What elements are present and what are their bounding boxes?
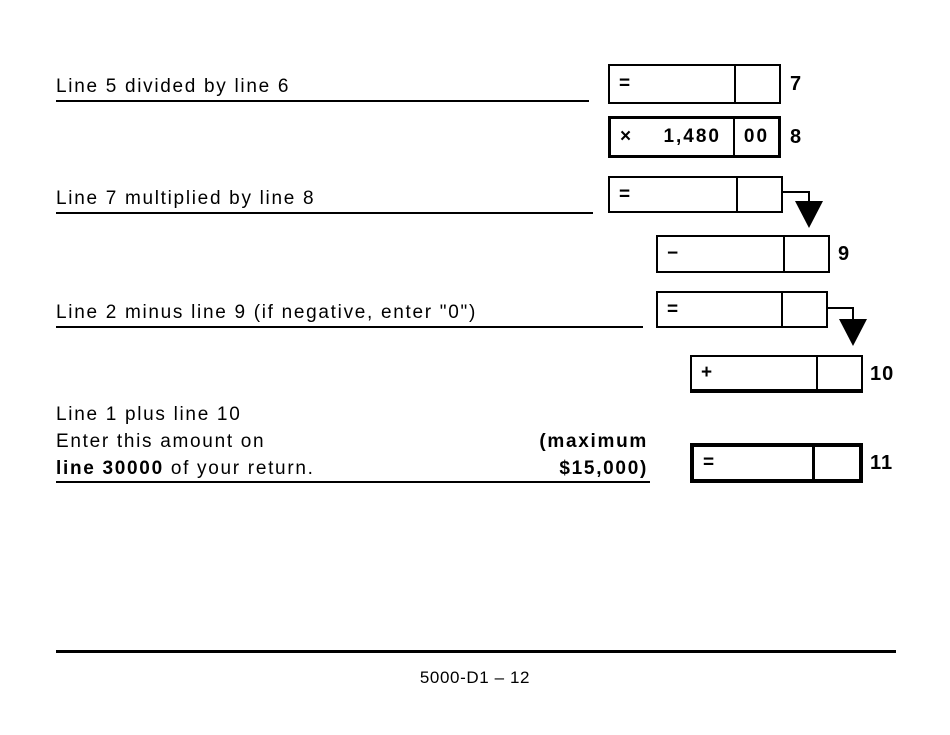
- line8-factor-box: × 1,480 00: [608, 116, 781, 158]
- line7-result-box: =: [608, 64, 781, 104]
- equals-operator: =: [619, 183, 631, 205]
- row-label-line5-divided-by-line6: Line 5 divided by line 6: [56, 76, 291, 97]
- label-line-3: line 30000 of your return.: [56, 455, 315, 482]
- label-line-3-rest: of your return.: [163, 458, 315, 479]
- flow-connector: [783, 191, 810, 193]
- page-footer: 5000-D1 – 12: [419, 668, 531, 687]
- plus-operator: +: [701, 362, 713, 383]
- line-number-10: 10: [870, 362, 895, 385]
- row-label-line1-plus-line10: Line 1 plus line 10 Enter this amount on…: [56, 401, 315, 482]
- line-30000-ref: line 30000: [56, 458, 164, 479]
- line9-cents-field[interactable]: [783, 237, 828, 271]
- footer-divider: [56, 650, 896, 653]
- equals-operator: =: [703, 452, 715, 473]
- line11-cents-field[interactable]: [812, 447, 859, 479]
- row-underline: [56, 212, 593, 214]
- flow-connector: [808, 191, 810, 202]
- row-label-line7-multiplied-by-line8: Line 7 multiplied by line 8: [56, 188, 316, 209]
- line2minus9-result-box: =: [656, 291, 828, 328]
- line7x8-cents-field[interactable]: [736, 178, 781, 211]
- flow-connector: [852, 307, 854, 319]
- line-number-8: 8: [790, 125, 803, 148]
- row-underline: [56, 481, 650, 483]
- arrow-down-icon: [795, 201, 823, 228]
- equals-operator: =: [667, 298, 679, 320]
- line2minus9-cents-field[interactable]: [781, 293, 826, 326]
- equals-operator: =: [619, 73, 631, 94]
- multiply-operator: ×: [620, 126, 632, 147]
- line7x8-result-box: =: [608, 176, 783, 213]
- row-underline: [56, 326, 643, 328]
- line9-carry-box: −: [656, 235, 830, 273]
- line8-cents-value: 00: [733, 119, 778, 155]
- maximum-note-line-1: (maximum: [539, 431, 648, 452]
- minus-operator: −: [667, 243, 679, 264]
- row-label-line2-minus-line9: Line 2 minus line 9 (if negative, enter …: [56, 302, 477, 323]
- label-line-1: Line 1 plus line 10: [56, 404, 242, 425]
- line-number-7: 7: [790, 72, 803, 95]
- label-line-2: Enter this amount on: [56, 431, 266, 452]
- line10-carry-box: +: [690, 355, 863, 393]
- maximum-note: (maximum $15,000): [348, 428, 648, 482]
- line8-amount-value: 1,480: [663, 126, 721, 147]
- flow-connector: [828, 307, 854, 309]
- maximum-note-line-2: $15,000): [559, 458, 648, 479]
- arrow-down-icon: [839, 319, 867, 346]
- row-underline: [56, 100, 589, 102]
- line-number-11: 11: [870, 451, 894, 474]
- line-number-9: 9: [838, 242, 851, 265]
- line10-cents-field[interactable]: [816, 357, 861, 389]
- line7-cents-field[interactable]: [734, 66, 779, 102]
- line11-total-box: =: [690, 443, 863, 483]
